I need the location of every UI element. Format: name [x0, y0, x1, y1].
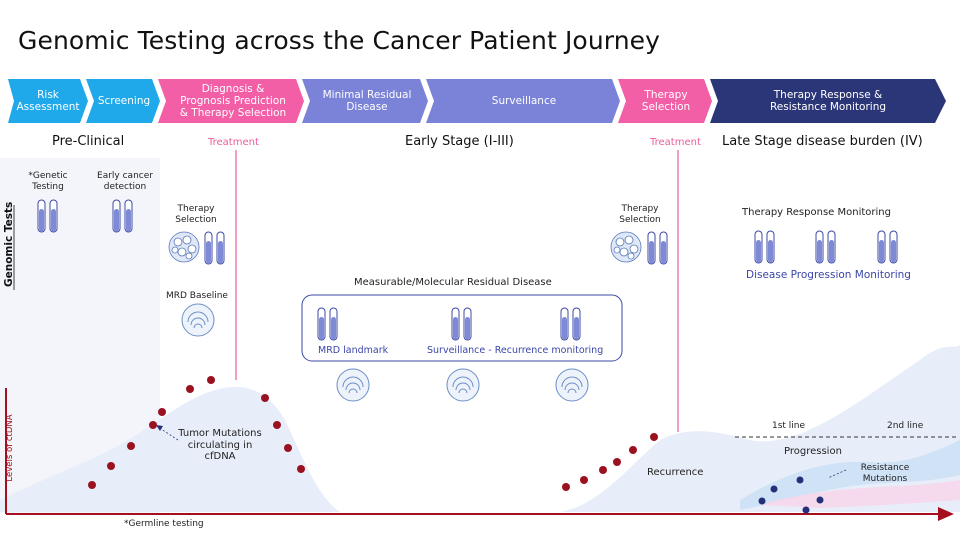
phase-bar — [8, 79, 946, 123]
ctdna-dot — [650, 433, 658, 441]
ctdna-dot — [149, 421, 157, 429]
label-therapy-response: Therapy Response Monitoring — [742, 207, 891, 218]
phase-surveillance: Surveillance — [491, 95, 557, 107]
phase-diagnosis: Diagnosis & Prognosis Prediction & Thera… — [179, 83, 287, 119]
phase-chevron-diagnosis — [158, 79, 304, 123]
ctdna-dot — [88, 481, 96, 489]
resistance-wave-pink — [760, 480, 960, 508]
phase-therapy-response: Therapy Response & Resistance Monitoring — [769, 89, 887, 113]
label-germline-testing: *Germline testing — [124, 519, 204, 529]
label-genetic-testing: *Genetic Testing — [28, 171, 68, 192]
y-axis-ctdna: Levels of ctDNA — [5, 414, 15, 482]
cell-cluster-icon — [168, 231, 642, 263]
resistance-mutation-dot — [796, 476, 804, 484]
test-tube-fill — [319, 316, 324, 340]
test-tube-icons — [37, 199, 898, 341]
phase-chevron-surveillance — [426, 79, 620, 123]
phase-chevron-risk — [8, 79, 88, 123]
test-tube-fill — [51, 208, 56, 232]
test-tube-fill — [661, 240, 666, 264]
ctdna-dot — [273, 421, 281, 429]
test-tube-fill — [649, 240, 654, 264]
test-tube-fill — [206, 240, 211, 264]
treatment-label-2: Treatment — [650, 137, 701, 148]
ctdna-dot — [297, 465, 305, 473]
label-resistance-mutations: Resistance Mutations — [860, 463, 910, 484]
phase-risk-assessment: Risk Assessment — [16, 89, 80, 113]
resistance-mutation-dot — [802, 506, 810, 514]
page-title: Genomic Testing across the Cancer Patien… — [18, 26, 661, 55]
label-second-line: 2nd line — [887, 421, 924, 431]
test-tube-fill — [574, 316, 579, 340]
label-mrd-landmark: MRD landmark — [318, 345, 389, 356]
test-tube-fill — [829, 239, 834, 263]
ctdna-dot — [599, 466, 607, 474]
ctdna-dot — [613, 458, 621, 466]
label-progression: Progression — [784, 446, 842, 457]
stage-pre-clinical: Pre-Clinical — [52, 134, 125, 149]
phase-chevron-mrd — [302, 79, 428, 123]
stage-late: Late Stage disease burden (IV) — [722, 134, 923, 149]
phase-chevron-response — [710, 79, 946, 123]
test-tube-fill — [218, 240, 223, 264]
treatment-label-1: Treatment — [208, 137, 259, 148]
ctdna-level-dots — [88, 376, 824, 514]
test-tube-fill — [891, 239, 896, 263]
ctdna-dot — [186, 385, 194, 393]
label-therapy-selection-2: Therapy Selection — [619, 204, 661, 225]
label-early-detection: Early cancer detection — [97, 171, 153, 192]
stage-early: Early Stage (I-III) — [405, 134, 514, 149]
ctdna-dot — [207, 376, 215, 384]
label-surveillance-monitoring: Surveillance - Recurrence monitoring — [427, 345, 604, 356]
ctdna-dot — [127, 442, 135, 450]
test-tube-fill — [768, 239, 773, 263]
phase-therapy-selection: Therapy Selection — [641, 89, 691, 113]
test-tube-fill — [126, 208, 131, 232]
ctdna-dot — [261, 394, 269, 402]
test-tube-fill — [817, 239, 822, 263]
label-disease-progression: Disease Progression Monitoring — [746, 269, 911, 281]
ctdna-dot — [107, 462, 115, 470]
test-tube-fill — [562, 316, 567, 340]
ctdna-dot — [562, 483, 570, 491]
phase-chevron-therapy-selection — [618, 79, 712, 123]
ctdna-wave-primary — [0, 386, 340, 512]
test-tube-fill — [879, 239, 884, 263]
ctdna-dot — [629, 446, 637, 454]
ctdna-dot — [284, 444, 292, 452]
test-tube-fill — [114, 208, 119, 232]
y-axis-genomic-tests: Genomic Tests — [3, 201, 15, 287]
test-tube-fill — [331, 316, 336, 340]
phase-screening: Screening — [97, 95, 151, 107]
resistance-mutation-dot — [758, 497, 766, 505]
test-tube-fill — [465, 316, 470, 340]
label-recurrence: Recurrence — [647, 467, 704, 478]
mrd-gauge-icon — [181, 303, 589, 402]
tumor-mutation-pointer-head — [156, 425, 163, 431]
resistance-mutation-dot — [816, 496, 824, 504]
label-tumor-mutations: Tumor Mutations circulating in cfDNA — [178, 428, 262, 462]
phase-chevron-screening — [86, 79, 160, 123]
test-tube-fill — [756, 239, 761, 263]
mrd-box — [301, 294, 623, 362]
phase-minimal-residual-disease: Minimal Residual Disease — [322, 89, 412, 113]
mrd-box-title: Measurable/Molecular Residual Disease — [354, 277, 552, 288]
resistance-mutation-dot — [770, 485, 778, 493]
resistance-wave-blue — [740, 440, 960, 510]
resistance-pointer — [827, 469, 847, 479]
x-axis-arrowhead — [938, 507, 954, 521]
ctdna-dot — [580, 476, 588, 484]
label-mrd-baseline: MRD Baseline — [166, 291, 228, 301]
ctdna-dot — [158, 408, 166, 416]
test-tube-fill — [39, 208, 44, 232]
test-tube-fill — [453, 316, 458, 340]
label-first-line: 1st line — [772, 421, 806, 431]
label-therapy-selection-1: Therapy Selection — [175, 204, 217, 225]
